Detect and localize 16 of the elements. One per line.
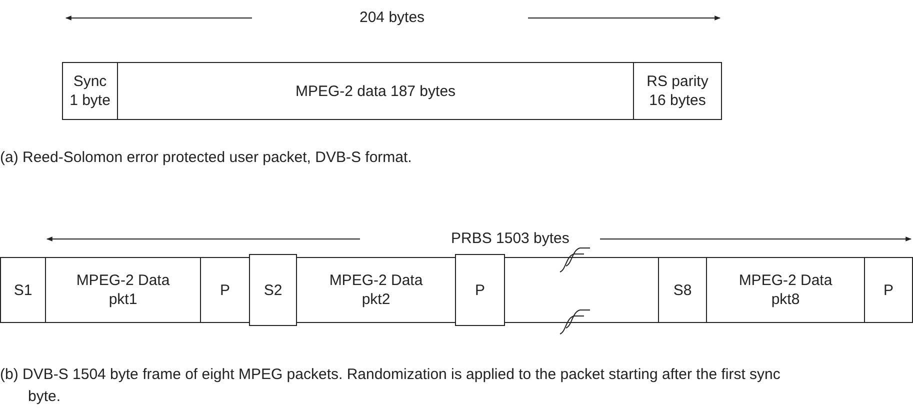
data-field: MPEG-2 Data pkt1 [45, 257, 201, 323]
sync-field: S2 [249, 254, 297, 326]
data-field: MPEG-2 data 187 bytes [117, 62, 634, 120]
dimension-label: 204 bytes [360, 8, 425, 28]
data-field: MPEG-2 Data pkt8 [706, 257, 865, 323]
data-field: MPEG-2 Data pkt2 [296, 257, 456, 323]
figure-caption: (a) Reed-Solomon error protected user packet, DVB-S format. [0, 148, 412, 168]
parity-field: P [455, 254, 505, 326]
dimension-label: PRBS 1503 bytes [451, 229, 570, 249]
sync-field: S1 [0, 257, 46, 323]
sync-field: S8 [658, 257, 707, 323]
figure-caption: (b) DVB-S 1504 byte frame of eight MPEG packets. Randomization is applied to the packet starting after the first sync byte. [0, 365, 782, 407]
sync-field: Sync 1 byte [62, 62, 118, 120]
parity-field: P [200, 257, 250, 323]
parity-field: RS parity 16 bytes [633, 62, 722, 120]
parity-field: P [864, 257, 913, 323]
